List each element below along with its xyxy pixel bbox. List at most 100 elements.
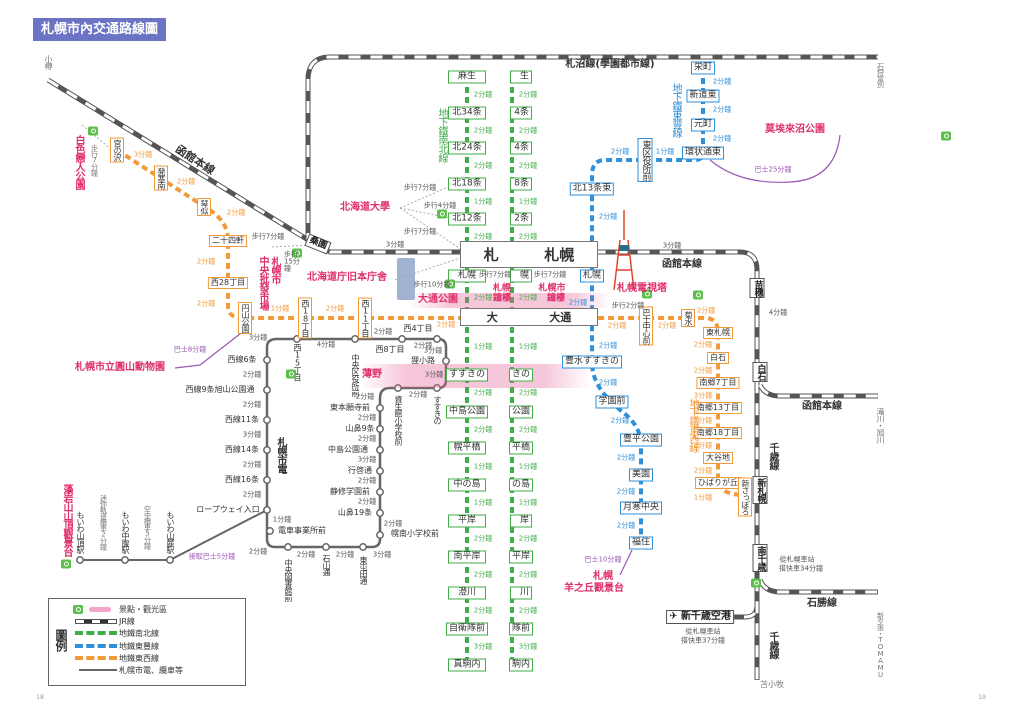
tram-stop[interactable]: 西15丁目 xyxy=(293,343,302,381)
tram-stop-marker[interactable] xyxy=(351,335,359,343)
station-tozai[interactable]: 巴士中心前 xyxy=(639,306,653,346)
station-toho[interactable]: 東区役所前 xyxy=(637,138,653,182)
tram-stop-marker[interactable] xyxy=(263,446,271,454)
station-toho[interactable]: 環状通東 xyxy=(681,146,725,160)
station-tozai[interactable]: 南郷18丁目 xyxy=(693,427,743,439)
poi-hitsujigaoka-name2[interactable]: 羊之丘觀景台 xyxy=(564,583,624,594)
tram-stop-marker[interactable] xyxy=(376,467,384,475)
tram-stop-marker[interactable] xyxy=(376,531,384,539)
station-toho[interactable]: 福住 xyxy=(628,536,654,550)
tram-stop-marker[interactable] xyxy=(433,335,441,343)
station-toho[interactable]: 月寒中央 xyxy=(619,501,663,515)
station-namboku-right[interactable]: 駒内 xyxy=(508,658,534,672)
station-toho[interactable]: 札幌 xyxy=(579,269,605,283)
station-namboku-right[interactable]: 公園 xyxy=(508,405,534,419)
station-tozai[interactable]: ひばりが丘 xyxy=(695,477,741,489)
tram-stop-marker[interactable] xyxy=(398,335,406,343)
station-tozai[interactable]: 宮の沢 xyxy=(110,137,124,163)
tram-stop-marker[interactable] xyxy=(263,506,271,514)
station-moiwa-chufuku[interactable]: もいわ中腹駅 xyxy=(121,511,130,553)
tram-stop-marker[interactable] xyxy=(376,488,384,496)
station-namboku[interactable]: 麻生 xyxy=(448,70,486,84)
tram-stop[interactable]: 中央区役所前 xyxy=(351,354,360,396)
station-namboku[interactable]: 中の島 xyxy=(448,478,486,492)
poi-odori-park[interactable]: 大通公園 xyxy=(418,294,458,305)
tram-stop[interactable]: 西8丁目 xyxy=(375,345,405,354)
tram-stop-marker[interactable] xyxy=(263,356,271,364)
station-tozai[interactable]: 西28丁目 xyxy=(207,277,249,289)
station-namboku-right[interactable]: 2条 xyxy=(510,212,532,226)
poi-clock-tower-dup1[interactable]: 札幌 xyxy=(492,283,512,294)
tram-stop-marker[interactable] xyxy=(433,384,441,392)
poi-old-government-building[interactable]: 北海道庁旧本庁舎 xyxy=(307,272,387,283)
station-namboku[interactable]: 真駒内 xyxy=(448,658,486,672)
poi-shiroi-koibito-park[interactable]: 白色戀人公園 xyxy=(73,135,84,189)
poi-susukino[interactable]: 薄野 xyxy=(362,369,382,380)
station-tozai[interactable]: 大谷地 xyxy=(703,452,733,464)
station-namboku[interactable]: すすきの xyxy=(445,368,489,382)
station-tozai[interactable]: 発寒南 xyxy=(154,165,168,191)
station-namboku-right[interactable]: きの xyxy=(508,368,534,382)
tram-stop[interactable]: 山鼻19条 xyxy=(337,508,373,517)
tram-stop-marker[interactable] xyxy=(322,543,330,551)
tram-stop-marker[interactable] xyxy=(359,543,367,551)
tram-stop[interactable]: 西線6条 xyxy=(227,355,257,364)
station-namboku[interactable]: 北34条 xyxy=(448,106,486,120)
station-namboku-right[interactable]: 平岸 xyxy=(508,550,534,564)
station-naebo[interactable]: 苗穗 xyxy=(749,278,765,298)
tram-stop[interactable]: すすきの xyxy=(433,396,442,424)
sapporo-hub-station[interactable]: 札札幌 xyxy=(460,241,598,268)
station-tozai[interactable]: 東札幌 xyxy=(703,327,733,339)
tram-stop-marker[interactable] xyxy=(263,386,271,394)
tram-stop-marker[interactable] xyxy=(266,527,274,535)
station-namboku[interactable]: 北12条 xyxy=(448,212,486,226)
poi-moiwa-observatory[interactable]: 藻岩山山頂觀景台 xyxy=(61,484,72,556)
station-namboku[interactable]: 平岸 xyxy=(448,514,486,528)
station-namboku[interactable]: 澄川 xyxy=(448,586,486,600)
tram-stop-marker[interactable] xyxy=(394,384,402,392)
station-tozai[interactable]: 円山公園 xyxy=(238,302,252,334)
station-namboku-right[interactable]: 幌 xyxy=(510,269,532,283)
tram-stop[interactable]: 中央図書館前 xyxy=(284,559,293,601)
station-tozai[interactable]: 新さっぽろ xyxy=(738,477,752,517)
tram-stop[interactable]: 幌南小学校前 xyxy=(391,529,439,538)
station-tozai[interactable]: 二十四軒 xyxy=(209,235,247,247)
station-jr-shiroishi[interactable]: 白石 xyxy=(752,362,768,382)
station-tozai[interactable]: 白石 xyxy=(707,352,729,364)
tram-stop[interactable]: 西線11条 xyxy=(224,415,260,424)
tram-stop[interactable]: ロープウェイ入口 xyxy=(196,505,260,514)
tram-stop[interactable]: 石山通 xyxy=(322,554,331,576)
tram-stop[interactable]: 狸小路 xyxy=(411,356,435,365)
station-namboku-right[interactable]: 川 xyxy=(510,586,532,600)
poi-market-name1[interactable]: 札幌市 xyxy=(269,256,280,284)
tram-stop-marker[interactable] xyxy=(284,543,292,551)
tram-stop[interactable]: 中島公園通 xyxy=(328,445,368,454)
station-tozai[interactable]: 南郷7丁目 xyxy=(696,377,740,389)
station-tozai[interactable]: 西18丁目 xyxy=(298,297,312,339)
station-new-chitose-airport[interactable]: ✈ 新千歳空港 xyxy=(666,610,734,624)
poi-sapporo-tv-tower[interactable]: 札幌電視塔 xyxy=(617,283,667,294)
station-toho[interactable]: 北13条東 xyxy=(569,182,615,196)
tram-stop[interactable]: 資生館小学校前 xyxy=(394,395,403,445)
station-toho[interactable]: 豊水すすきの xyxy=(561,355,623,369)
poi-market-name2[interactable]: 中央批發市場 xyxy=(257,256,268,310)
station-namboku-right[interactable]: 4条 xyxy=(510,106,532,120)
station-toho[interactable]: 新道東 xyxy=(686,89,720,103)
odori-hub-station[interactable]: 大大通 xyxy=(460,308,598,326)
station-namboku-right[interactable]: 岸 xyxy=(510,514,532,528)
tram-stop-marker[interactable] xyxy=(442,357,450,365)
station-toho[interactable]: 元町 xyxy=(690,118,716,132)
poi-hokkaido-university[interactable]: 北海道大學 xyxy=(340,202,390,213)
tram-stop-marker[interactable] xyxy=(376,425,384,433)
station-namboku[interactable]: 中島公園 xyxy=(445,405,489,419)
tram-stop[interactable]: 東屯田通 xyxy=(359,556,368,584)
tram-stop-marker[interactable] xyxy=(376,404,384,412)
tram-stop-marker[interactable] xyxy=(376,509,384,517)
tram-stop[interactable]: 東本願寺前 xyxy=(330,403,370,412)
poi-clock-tower-dup2[interactable]: 鐘樓 xyxy=(492,293,512,304)
tram-stop-marker[interactable] xyxy=(263,476,271,484)
tram-stop[interactable]: 西線14条 xyxy=(224,445,260,454)
tram-stop[interactable]: 西4丁目 xyxy=(403,324,433,333)
station-namboku-right[interactable]: 4条 xyxy=(510,141,532,155)
tram-stop[interactable]: 行啓通 xyxy=(348,466,372,475)
